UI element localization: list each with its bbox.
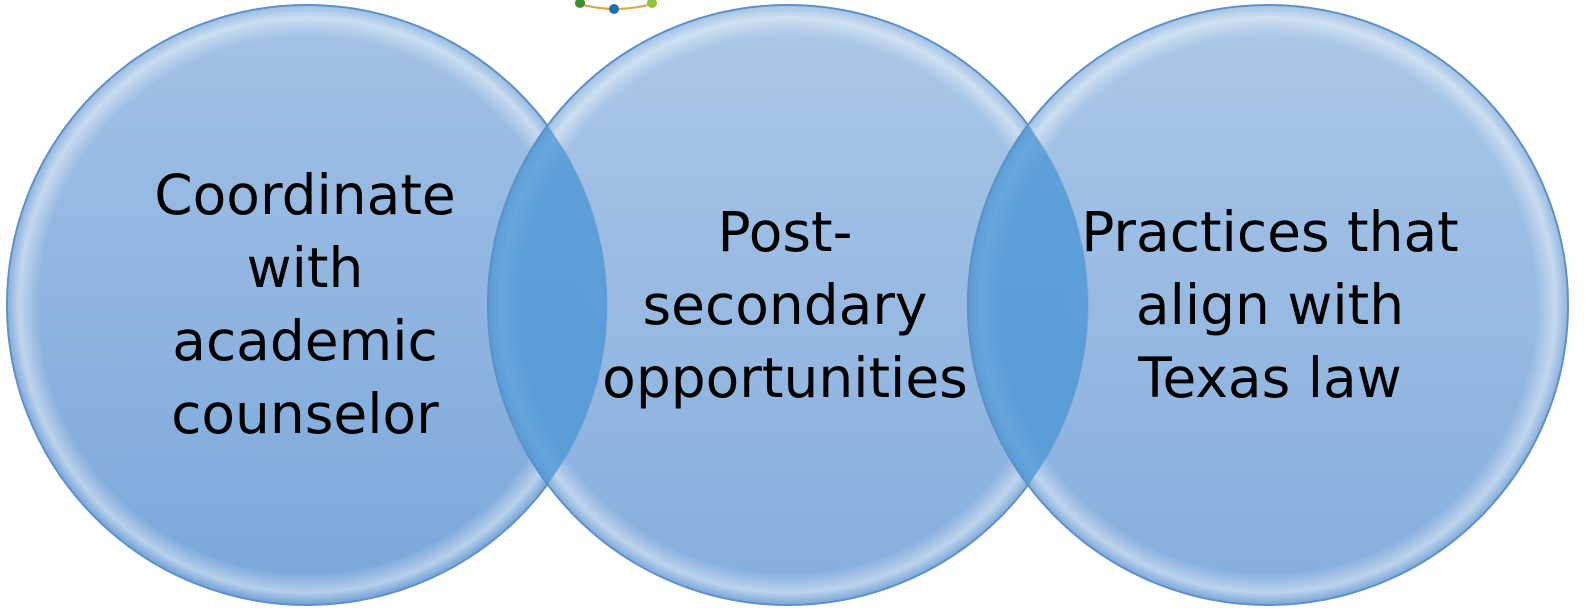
logo-fragment <box>575 0 657 14</box>
overlap-2-3 <box>967 5 1088 605</box>
circle-label-coordinate: Coordinate with academic counselor <box>154 163 456 446</box>
circle-label-practices: Practices that align with Texas law <box>1081 199 1459 410</box>
circle-coordinate <box>6 4 608 606</box>
circle-label-postsecondary: Post- secondary opportunities <box>602 199 968 410</box>
overlap-1-2 <box>487 5 607 605</box>
circle-practices <box>967 4 1569 606</box>
